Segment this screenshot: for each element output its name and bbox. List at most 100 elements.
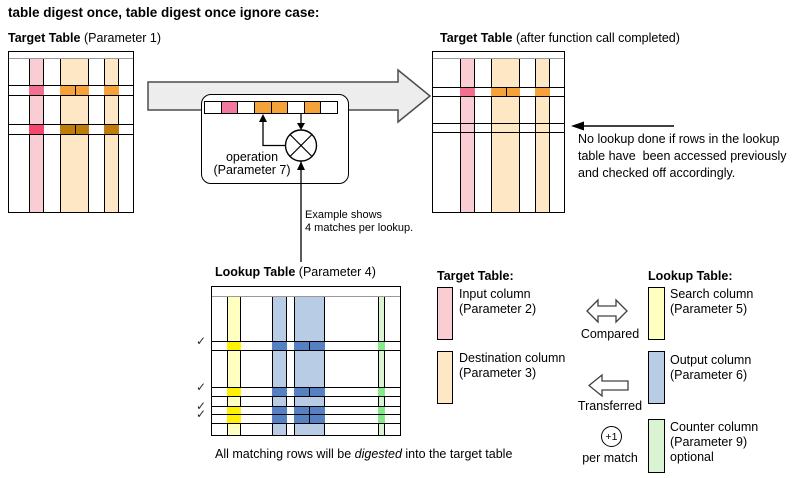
legend-label-line: (Parameter 3) [459,366,537,380]
highlight-cell-destination [60,86,75,95]
legend-swatch-search-column [648,287,665,340]
grid-line [212,350,400,351]
highlight-cell-destination [75,86,89,95]
match-cell-output [309,388,325,396]
destination-column-stripe [60,59,89,212]
example-note-line2: 4 matches per lookup. [305,222,414,234]
highlight-cell-destination [104,86,119,95]
no-lookup-note: No lookup done if rows in the lookup tab… [578,131,799,182]
grid-line [9,85,133,86]
highlight-cell-input [29,125,44,134]
page-title: table digest once, table digest once ign… [8,5,320,20]
per-match-badge: +1 [601,426,622,447]
grid-line [212,423,400,424]
no-lookup-note-line1: No lookup done if rows in the lookup [578,132,780,146]
target-table-before-name: Target Table [8,31,81,45]
grid-line [212,414,400,415]
target-table-before [8,51,134,213]
match-cell-output [272,415,287,423]
cell [320,101,338,114]
grid-line [433,87,564,88]
no-lookup-arrow-icon [571,121,674,131]
grid-line [212,406,400,407]
header-row-line [9,58,133,59]
output-column-stripe [272,297,287,435]
transfer-arrow-icon [588,373,629,398]
grid-line [433,132,564,133]
highlight-cell-input [460,88,475,96]
destination-column-stripe [104,59,119,212]
match-cell-search [227,415,241,423]
header-row-line [212,296,400,297]
target-table-after-name: Target Table [440,31,513,45]
target-table-after [432,51,565,213]
target-table-after-label: Target Table (after function call comple… [440,31,680,45]
destination-column-stripe [535,59,550,212]
highlight-cell-input [29,86,44,95]
legend-label-search-column: Search column (Parameter 5) [670,287,753,317]
no-lookup-note-line2: table have been accessed previously [578,149,787,163]
highlight-cell-destination [535,88,550,96]
bottom-note-emphasis: digested [354,447,402,461]
match-cell-counter [378,407,385,414]
grid-line [212,387,400,388]
destination-column-stripe [491,59,520,212]
legend-label-line: Input column [459,287,531,301]
match-cell-output [272,407,287,414]
match-cell-counter [378,415,385,423]
match-cell-output [272,388,287,396]
legend-label-line: optional [670,450,714,464]
highlight-cell-destination [506,88,520,96]
legend-label-line: Search column [670,287,754,301]
legend-label-line: Destination column [459,351,566,365]
target-table-before-suffix: (Parameter 1) [80,31,162,45]
match-cell-search [227,342,241,350]
legend-label-line: (Parameter 9) [670,435,748,449]
lookup-table-suffix: (Parameter 4) [295,265,376,279]
operation-box [201,94,349,184]
legend-label-destination-column: Destination column (Parameter 3) [459,351,565,381]
search-column-stripe [227,297,241,435]
lookup-table-label: Lookup Table (Parameter 4) [215,265,376,279]
legend-label-output-column: Output column (Parameter 6) [670,353,751,383]
grid-line [9,95,133,96]
per-match-symbol: +1 [605,430,618,443]
match-cell-search [227,407,241,414]
grid-line [9,134,133,135]
target-table-after-suffix: (after function call completed) [512,31,680,45]
operation-parameter-label: (Parameter 7) [213,163,291,177]
legend-label-line: Output column [670,353,752,367]
match-cell-output [309,342,325,350]
match-cell-search [227,388,241,396]
header-row-line [433,58,564,59]
highlight-cell-destination [75,125,89,134]
no-lookup-note-line3: and checked off accordingly. [578,166,736,180]
digest-row-cells [204,101,338,114]
grid-line [212,341,400,342]
legend-label-line: (Parameter 5) [670,302,748,316]
match-cell-output [294,415,309,423]
legend-label-line: Counter column [670,420,759,434]
operation-label: operation [225,150,279,164]
grid-line [433,123,564,124]
legend-swatch-input-column [437,287,453,340]
per-match-label: per match [582,451,638,465]
highlight-cell-destination [104,125,119,134]
checkmark-icon: ✓ [196,334,207,348]
legend-label-line: (Parameter 2) [459,302,537,316]
bottom-note-suffix: into the target table [401,447,513,461]
grid-line [9,124,133,125]
compare-arrow-icon [586,298,628,324]
lookup-table [211,286,401,436]
match-cell-output [309,407,325,414]
bottom-note-prefix: All matching rows will be [215,447,355,461]
compared-label: Compared [580,327,640,341]
checkmark-icon: ✓ [196,380,207,394]
checkmark-icon: ✓ [196,407,207,421]
legend-label-counter-column: Counter column (Parameter 9) optional [670,420,758,465]
match-cell-output [294,388,309,396]
target-table-before-label: Target Table (Parameter 1) [8,31,161,45]
grid-line [212,396,400,397]
bottom-note: All matching rows will be digested into … [215,446,512,463]
